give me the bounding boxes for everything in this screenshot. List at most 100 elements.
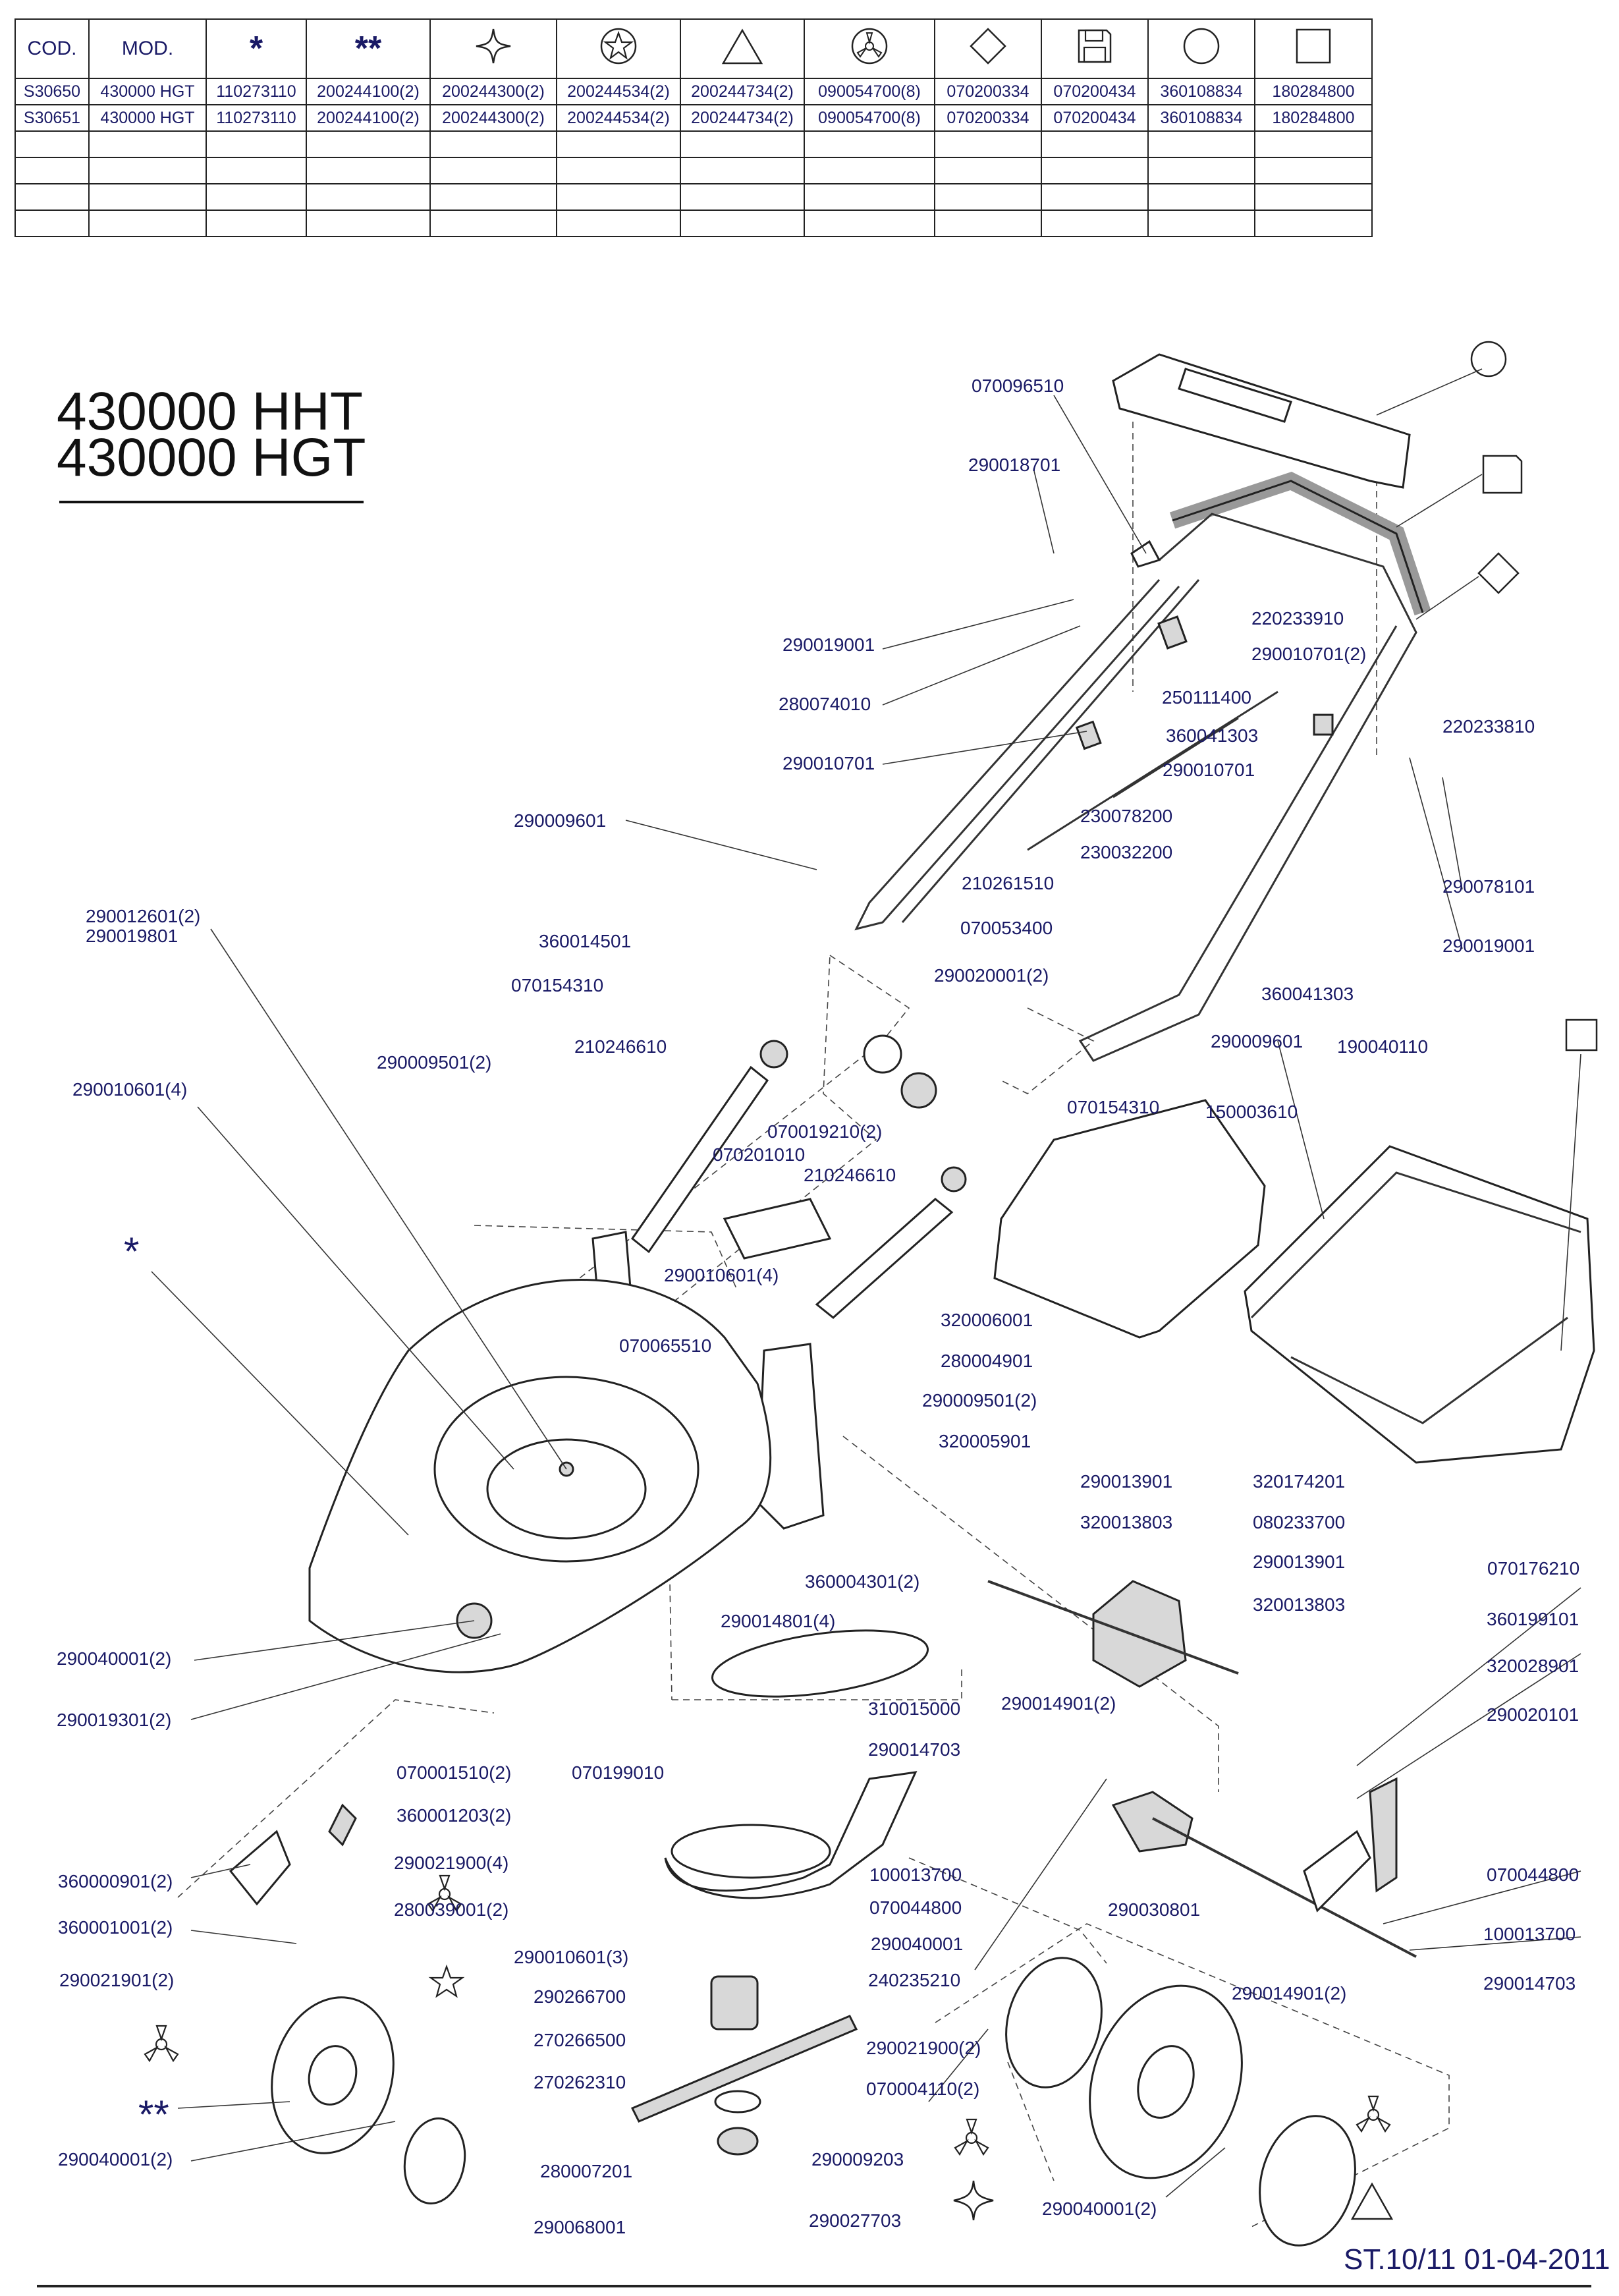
double-asterisk-callout: ** (138, 2092, 169, 2137)
part-number-label: 290019801 (86, 926, 178, 946)
part-number-label: 360041303 (1166, 725, 1258, 746)
cell-single-asterisk: 110273110 (206, 104, 307, 132)
model-title-line-1: 430000 HHT (57, 381, 363, 441)
part-number-label: 290019001 (782, 634, 875, 655)
part-number-label: 290019001 (1442, 936, 1535, 956)
triangle-icon (1350, 2182, 1394, 2220)
part-number-label: 230078200 (1080, 806, 1172, 826)
part-number-label: 280039001(2) (394, 1899, 508, 1920)
part-number-label: 290021901(2) (59, 1970, 174, 1990)
part-number-label: 150003610 (1205, 1102, 1298, 1122)
part-number-label: 290009501(2) (922, 1390, 1037, 1411)
part-number-label: 070053400 (960, 918, 1053, 938)
cell-cod: S30650 (14, 78, 90, 105)
header-double-asterisk: ** (306, 18, 431, 79)
part-number-label: 250111400 (1162, 687, 1251, 708)
part-number-label: 290012601(2) (86, 906, 200, 926)
part-number-label: 360014501 (539, 931, 631, 951)
part-number-label: 290014901(2) (1232, 1983, 1346, 2003)
part-number-label: 210246610 (804, 1165, 896, 1185)
blade-assembly (630, 1771, 918, 2156)
header-cod: COD. (14, 18, 90, 79)
callout-symbols: * ** (124, 341, 1598, 2221)
cell-diamond: 070200334 (934, 104, 1042, 132)
empty-table-row (14, 157, 1373, 184)
part-number-label: 360000901(2) (58, 1871, 173, 1891)
diamond-icon (934, 18, 1042, 79)
part-number-label: 290009501(2) (377, 1052, 491, 1073)
part-number-label: 230032200 (1080, 842, 1172, 862)
part-number-label: 290010601(3) (514, 1947, 628, 1967)
part-number-label: 290009601 (1211, 1031, 1303, 1051)
cell-single-asterisk: 110273110 (206, 78, 307, 105)
four-point-star-icon (953, 2180, 994, 2221)
cell-floppy-disk: 070200434 (1041, 78, 1149, 105)
diamond-icon (1477, 552, 1520, 594)
part-number-label: 290014901(2) (1001, 1693, 1116, 1714)
part-number-label: 360004301(2) (805, 1571, 919, 1592)
cell-square: 180284800 (1254, 78, 1373, 105)
part-number-label: 360001203(2) (397, 1805, 511, 1826)
part-number-label: 310015000 (868, 1698, 960, 1719)
part-number-label: 070065510 (619, 1335, 711, 1356)
part-number-label: 270262310 (534, 2072, 626, 2092)
part-number-label: 290020001(2) (934, 965, 1049, 986)
cell-double-asterisk: 200244100(2) (306, 104, 431, 132)
part-number-label: 280074010 (779, 694, 871, 714)
circle-icon (1147, 18, 1255, 79)
cell-circle: 360108834 (1147, 78, 1255, 105)
cell-star-in-circle: 200244534(2) (556, 104, 681, 132)
part-number-label: 290014703 (868, 1739, 960, 1760)
cell-four-point-star: 200244300(2) (429, 104, 557, 132)
cell-cod: S30651 (14, 104, 90, 132)
part-number-label: 290013901 (1253, 1552, 1345, 1572)
part-number-label: 290040001(2) (58, 2149, 173, 2170)
part-number-label: 290266700 (534, 1986, 626, 2007)
part-number-label: 290030801 (1108, 1899, 1200, 1920)
part-number-label: 290068001 (534, 2217, 626, 2237)
part-number-label: 070004110(2) (866, 2079, 979, 2099)
part-number-label: 290021900(2) (866, 2038, 981, 2058)
square-icon (1565, 1019, 1598, 1051)
cell-floppy-disk: 070200434 (1041, 104, 1149, 132)
part-number-label: 290020101 (1487, 1704, 1579, 1725)
cell-triangle: 200244734(2) (680, 78, 805, 105)
floppy-disk-icon (1482, 455, 1523, 494)
model-title: 430000 HHT 430000 HGT (57, 381, 366, 488)
part-number-label: 280007201 (540, 2161, 632, 2181)
model-title-line-2: 430000 HGT (57, 428, 366, 488)
part-number-label: 290040001 (871, 1934, 963, 1954)
cell-diamond: 070200334 (934, 78, 1042, 105)
part-number-label: 290009203 (811, 2149, 904, 2170)
three-spoke-icon (144, 1874, 1391, 2156)
part-number-label: 210261510 (962, 873, 1054, 893)
star-in-circle-icon (556, 18, 681, 79)
part-number-label: 070019210(2) (767, 1121, 882, 1142)
leader-lines (151, 368, 1581, 2198)
part-number-label: 320006001 (941, 1310, 1033, 1330)
part-number-label: 290019301(2) (57, 1710, 171, 1730)
cell-mod: 430000 HGT (88, 104, 207, 132)
part-number-label: 080233700 (1253, 1512, 1345, 1532)
part-number-label: 290010601(4) (72, 1079, 187, 1100)
cell-three-spoke: 090054700(8) (804, 78, 935, 105)
part-number-label: 070154310 (1067, 1097, 1159, 1117)
three-spoke-in-circle-icon (804, 18, 935, 79)
part-number-label: 100013700 (869, 1864, 962, 1885)
single-asterisk-callout: * (124, 1229, 139, 1274)
part-number-label: 290040001(2) (1042, 2198, 1157, 2219)
empty-table-row (14, 130, 1373, 158)
cell-double-asterisk: 200244100(2) (306, 78, 431, 105)
wheels (229, 1803, 1356, 2247)
grass-catcher (993, 1099, 1595, 1464)
table-row: S30650 430000 HGT 110273110 200244100(2)… (14, 78, 1373, 105)
cell-star-in-circle: 200244534(2) (556, 78, 681, 105)
part-number-label: 210246610 (574, 1036, 667, 1057)
part-number-label: 070096510 (972, 376, 1064, 396)
part-number-label: 290018701 (968, 455, 1060, 475)
part-number-label: 280004901 (941, 1351, 1033, 1371)
part-number-label: 290014801(4) (721, 1611, 835, 1631)
parts-table: COD. MOD. * ** S30650 430000 HGT 1 (14, 18, 1373, 237)
part-number-label: 320013803 (1080, 1512, 1172, 1532)
